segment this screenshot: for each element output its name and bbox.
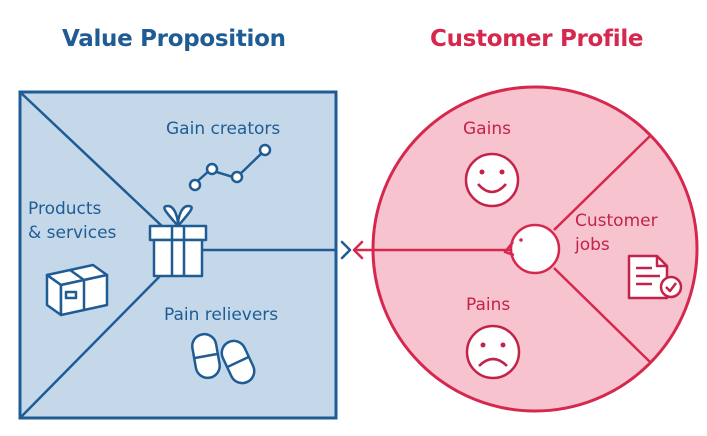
- customer-profile-title: Customer Profile: [430, 26, 644, 52]
- box-icon: [45, 263, 109, 317]
- customer-jobs-label-line1: Customer: [575, 211, 658, 231]
- document-check-icon: [627, 254, 683, 300]
- gain-creators-label: Gain creators: [166, 119, 280, 139]
- pain-relievers-label: Pain relievers: [164, 305, 278, 325]
- face-profile-icon: [503, 223, 561, 275]
- frown-icon: [465, 324, 521, 380]
- pills-icon: [191, 332, 256, 385]
- chart-line-icon: [188, 143, 272, 192]
- pains-label: Pains: [466, 295, 510, 315]
- gains-label: Gains: [463, 119, 511, 139]
- customer-jobs-label-line2: jobs: [574, 235, 610, 255]
- products-services-label-line2: & services: [28, 223, 117, 243]
- value-proposition-square: [18, 90, 338, 420]
- value-proposition-title: Value Proposition: [62, 26, 286, 52]
- smile-icon: [464, 152, 520, 208]
- arrow-icon: [340, 240, 364, 260]
- gift-icon: [148, 204, 208, 278]
- products-services-label-line1: Products: [28, 199, 102, 219]
